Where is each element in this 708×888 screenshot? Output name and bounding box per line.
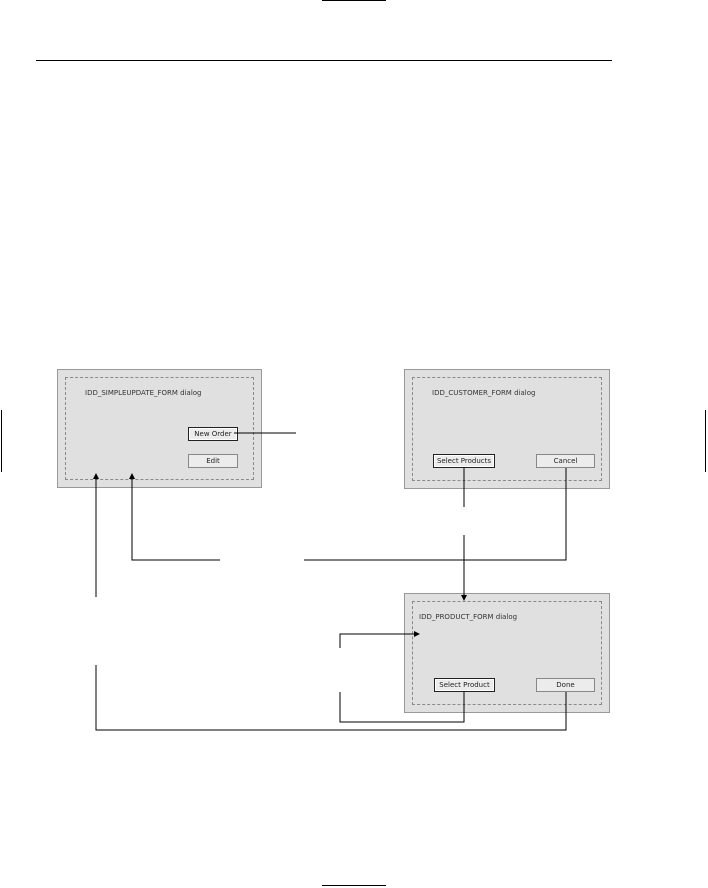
customer-dialog: IDD_CUSTOMER_FORM dialog Select Products… [404,369,610,489]
new-order-button[interactable]: New Order [188,427,238,441]
product-dialog-title: IDD_PRODUCT_FORM dialog [419,613,518,621]
dialog-frame [412,377,602,481]
product-dialog: IDD_PRODUCT_FORM dialog Select Product D… [404,593,610,713]
dialog-frame [65,377,254,480]
left-binding-mark [1,410,2,472]
select-product-loop-top [339,631,420,648]
cancel-return-connector-right [304,468,567,561]
select-products-button[interactable]: Select Products [433,454,495,468]
edit-button[interactable]: Edit [188,454,238,468]
simpleupdate-dialog-title: IDD_SIMPLEUPDATE_FORM dialog [85,389,202,397]
select-product-button[interactable]: Select Product [434,678,495,692]
done-return-connector [95,665,567,731]
simpleupdate-dialog: IDD_SIMPLEUPDATE_FORM dialog New Order E… [57,369,262,488]
bottom-crop-mark [322,885,386,886]
select-product-loop-bottom [339,692,465,723]
cancel-return-connector-left [129,473,220,561]
dialog-frame [412,601,602,705]
customer-dialog-title: IDD_CUSTOMER_FORM dialog [432,389,536,397]
done-button[interactable]: Done [536,678,595,692]
cancel-button[interactable]: Cancel [536,454,595,468]
header-rule [36,60,612,61]
top-crop-mark [322,0,386,1]
right-binding-mark [705,410,706,472]
